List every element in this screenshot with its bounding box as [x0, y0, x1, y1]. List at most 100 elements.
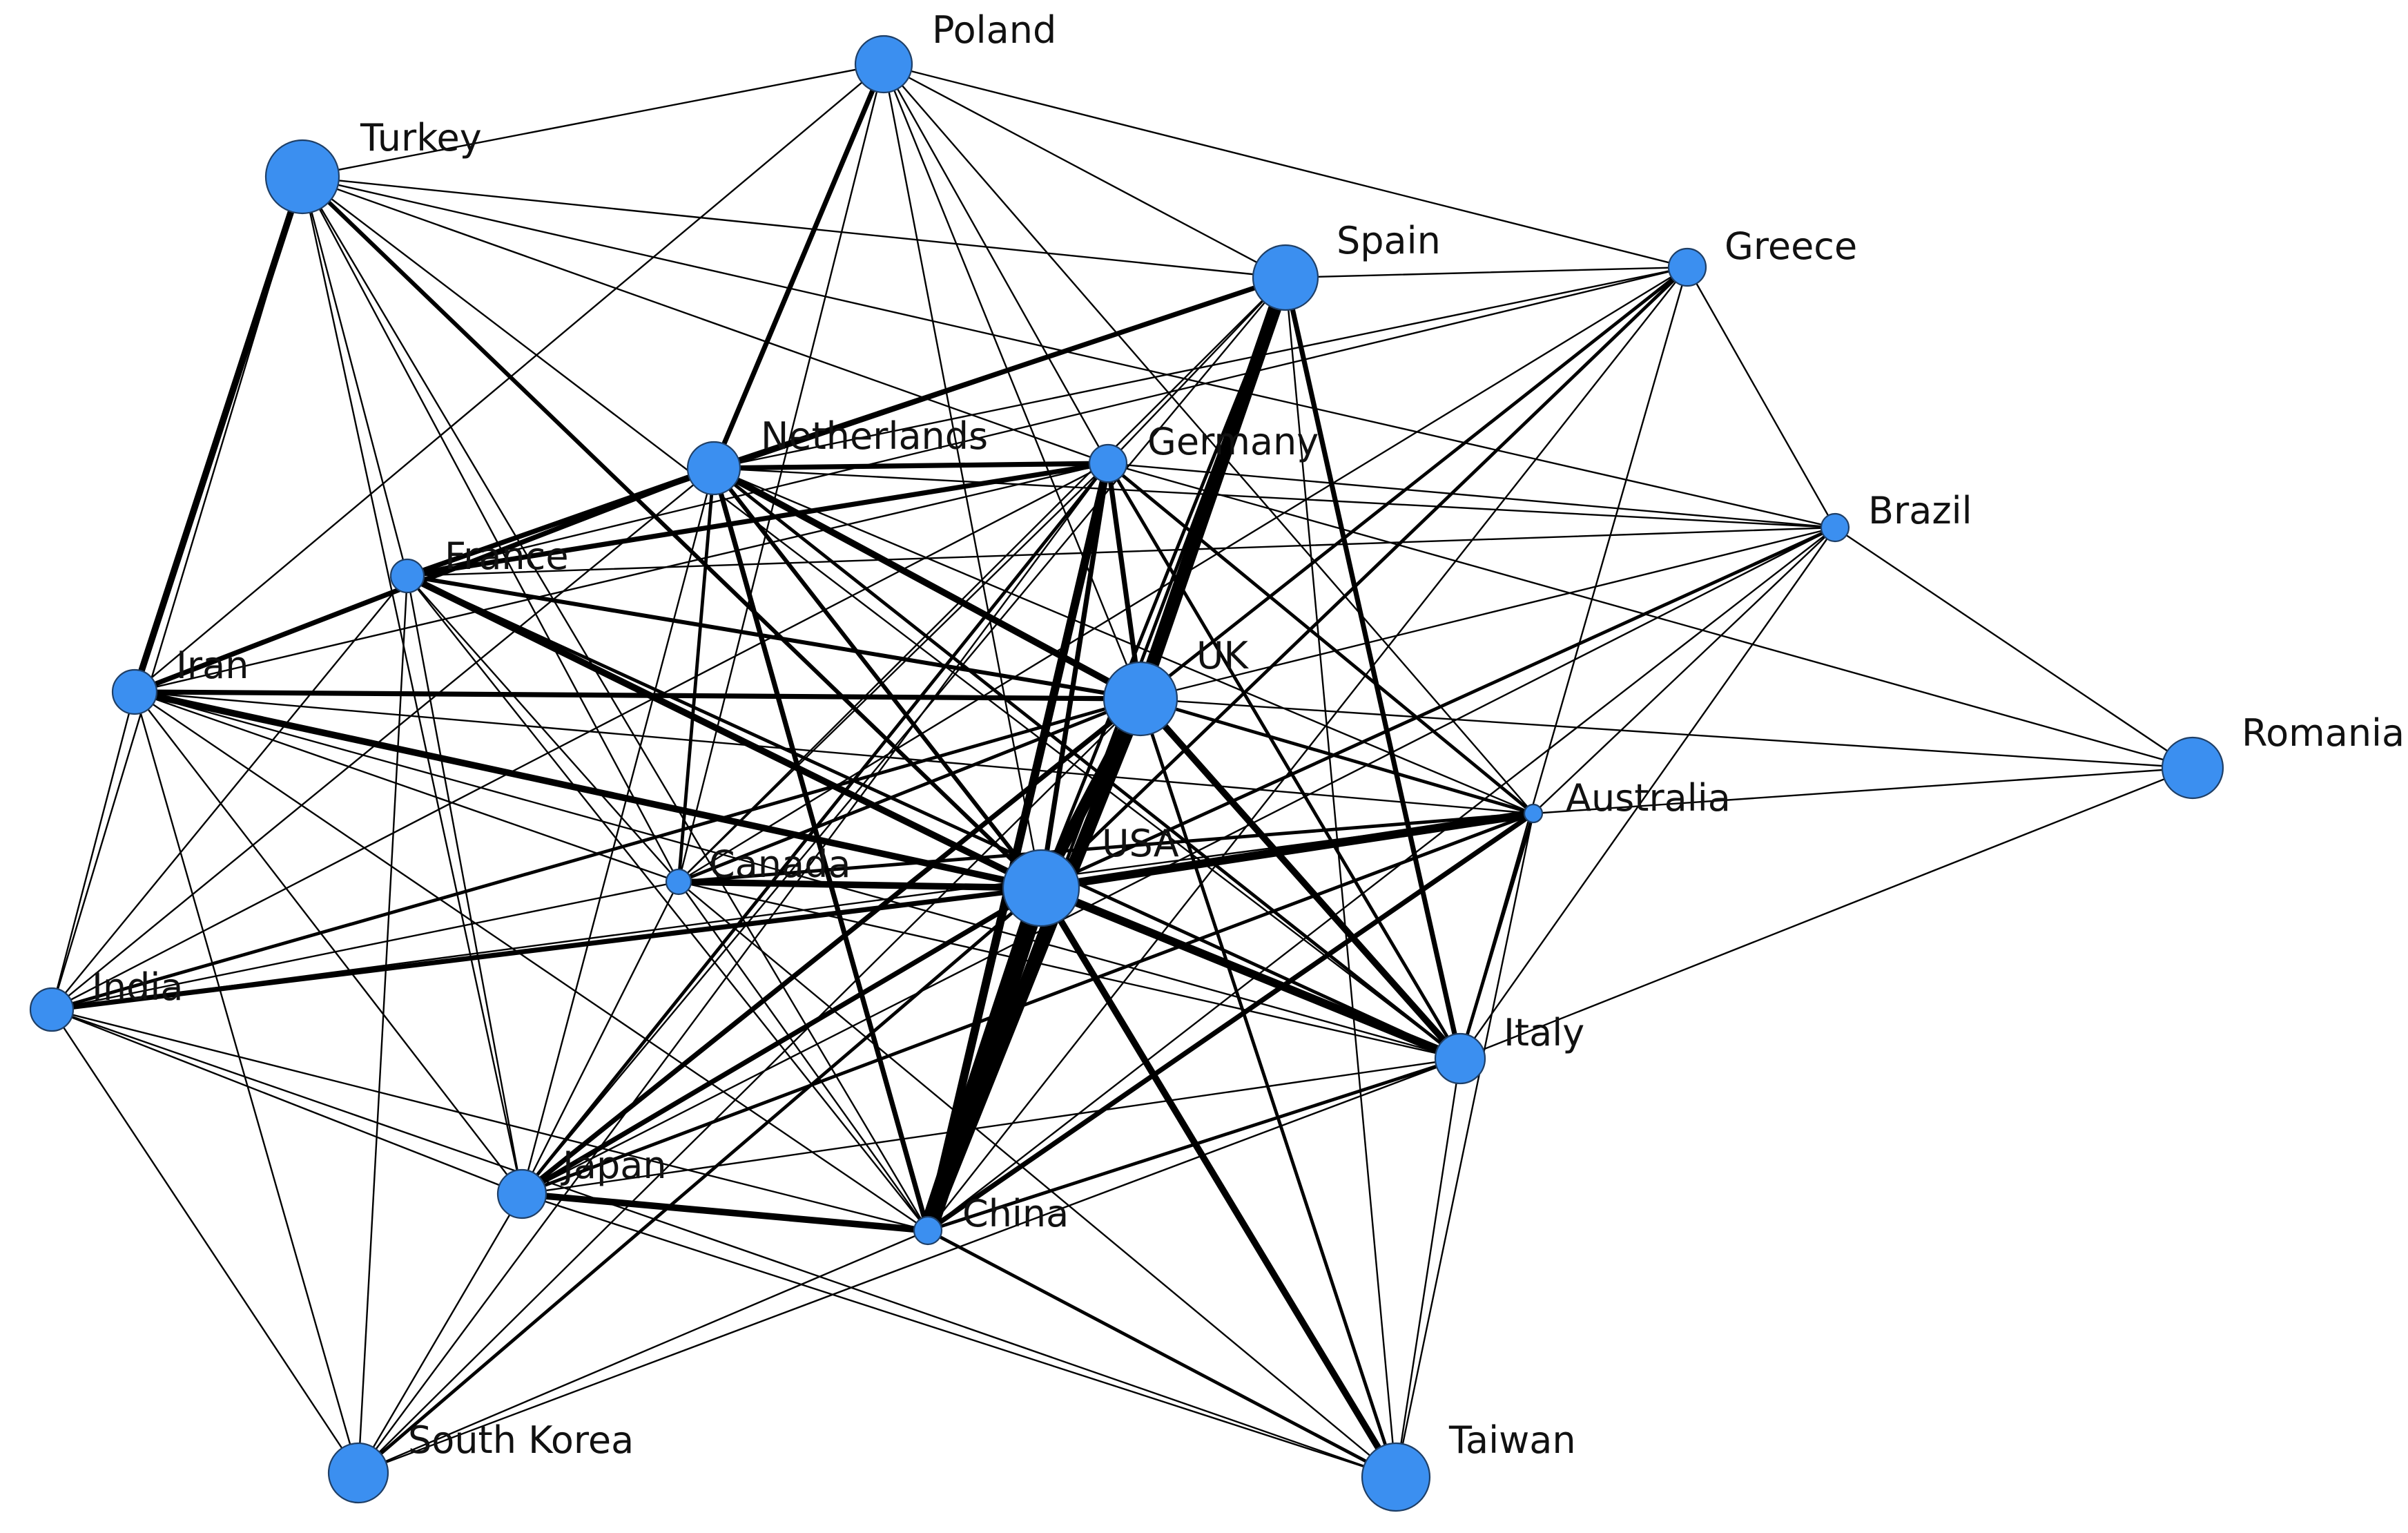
edge-turkey-japan — [301, 175, 523, 1195]
edge-spain-canada — [677, 276, 1287, 883]
label-layer: Poland Turkey Spain Greece Netherlands G… — [92, 8, 2405, 1462]
edge-uk-taiwan — [1138, 697, 1398, 1479]
edge-brazil-usa — [1039, 526, 1837, 890]
edge-france-canada — [406, 575, 680, 883]
label-uk: UK — [1196, 634, 1250, 677]
edge-turkey-france — [301, 175, 409, 577]
edge-canada-italy — [677, 880, 1462, 1060]
edge-netherlands-india — [50, 467, 715, 1011]
edge-turkey-brazil — [301, 175, 1836, 529]
edge-brazil-australia — [1532, 526, 1836, 815]
edge-iran-canada — [133, 691, 680, 883]
label-iran: Iran — [176, 644, 249, 687]
edge-iran-china — [133, 691, 929, 1232]
node-turkey[interactable] — [264, 139, 340, 215]
label-india: India — [92, 965, 184, 1009]
edge-germany-usa — [1038, 461, 1111, 891]
edge-japan-southkorea — [357, 1193, 523, 1474]
edge-layer — [49, 61, 2194, 1481]
edge-germany-romania — [1107, 462, 2194, 769]
node-usa[interactable] — [1002, 849, 1080, 927]
edge-netherlands-italy — [712, 466, 1462, 1061]
node-taiwan[interactable] — [1361, 1442, 1431, 1512]
node-layer — [29, 35, 2224, 1512]
edge-poland-iran — [133, 63, 885, 693]
label-australia: Australia — [1566, 776, 1731, 820]
node-uk[interactable] — [1103, 661, 1178, 737]
label-brazil: Brazil — [1868, 489, 1972, 532]
edge-india-japan — [50, 1008, 523, 1195]
node-iran[interactable] — [111, 668, 158, 715]
edge-netherlands-brazil — [712, 467, 1836, 529]
edge-netherlands-usa — [712, 466, 1043, 890]
edge-turkey-italy — [301, 175, 1462, 1060]
edge-romania-australia — [1532, 767, 2194, 815]
edge-spain-greece — [1284, 266, 1689, 279]
edge-uk-italy — [1137, 695, 1464, 1062]
node-brazil[interactable] — [1820, 512, 1850, 543]
label-southkorea: South Korea — [408, 1418, 634, 1462]
edge-spain-germany — [1107, 276, 1287, 465]
edge-france-india — [50, 575, 409, 1011]
label-canada: Canada — [709, 842, 851, 886]
edge-canada-taiwan — [677, 880, 1397, 1478]
node-china[interactable] — [913, 1215, 943, 1246]
node-greece[interactable] — [1667, 247, 1707, 287]
edge-brazil-france — [406, 526, 1836, 577]
edge-australia-taiwan — [1395, 812, 1535, 1478]
node-southkorea[interactable] — [327, 1442, 389, 1504]
node-poland[interactable] — [854, 35, 913, 94]
edge-poland-spain — [882, 63, 1287, 279]
node-germany[interactable] — [1088, 443, 1128, 483]
edge-uk-australia — [1138, 697, 1535, 816]
node-canada[interactable] — [665, 868, 692, 896]
label-japan: Japan — [561, 1144, 667, 1187]
edge-france-uk — [405, 574, 1143, 701]
edge-turkey-canada — [301, 175, 680, 883]
edge-canada-japan — [521, 880, 680, 1195]
edge-canada-uk — [677, 697, 1143, 884]
edge-germany-brazil — [1107, 462, 1836, 529]
edge-germany-australia — [1106, 461, 1535, 816]
edge-france-southkorea — [357, 575, 409, 1474]
edge-italy-japan — [521, 1057, 1462, 1195]
edge-turkey-usa — [300, 175, 1043, 890]
edge-iran-india — [50, 691, 136, 1011]
edge-germany-uk — [1105, 461, 1143, 702]
label-netherlands: Netherlands — [761, 414, 988, 458]
edge-usa-japan — [519, 885, 1044, 1197]
edge-china-southkorea — [357, 1229, 929, 1474]
edge-greece-france — [406, 266, 1689, 577]
edge-netherlands-australia — [712, 467, 1535, 815]
node-spain[interactable] — [1252, 244, 1319, 311]
edge-poland-turkey — [301, 63, 885, 178]
edge-spain-taiwan — [1284, 276, 1397, 1478]
edge-poland-netherlands — [711, 61, 886, 471]
edge-greece-canada — [677, 266, 1689, 883]
edge-germany-china — [924, 459, 1112, 1235]
edge-india-southkorea — [50, 1008, 360, 1474]
node-france[interactable] — [389, 558, 425, 594]
edge-canada-netherlands — [677, 466, 716, 884]
edge-spain-usa — [1039, 276, 1288, 890]
edge-netherlands-japan — [521, 467, 715, 1195]
edge-greece-netherlands — [712, 266, 1689, 470]
node-italy[interactable] — [1434, 1032, 1486, 1085]
edge-india-taiwan — [50, 1008, 1397, 1478]
edge-india-china — [50, 1008, 929, 1232]
edge-canada-australia — [677, 811, 1535, 884]
edge-turkey-india — [50, 175, 304, 1011]
node-australia[interactable] — [1523, 803, 1544, 824]
node-india[interactable] — [29, 987, 75, 1032]
edge-australia-india — [50, 812, 1535, 1011]
node-netherlands[interactable] — [686, 441, 741, 496]
node-japan[interactable] — [496, 1168, 547, 1219]
label-france: France — [445, 534, 569, 578]
label-italy: Italy — [1504, 1011, 1584, 1054]
node-romania[interactable] — [2161, 736, 2224, 800]
label-spain: Spain — [1337, 219, 1441, 262]
edge-italy-southkorea — [357, 1057, 1462, 1474]
edge-germany-japan — [520, 461, 1110, 1196]
edge-germany-italy — [1106, 461, 1462, 1061]
